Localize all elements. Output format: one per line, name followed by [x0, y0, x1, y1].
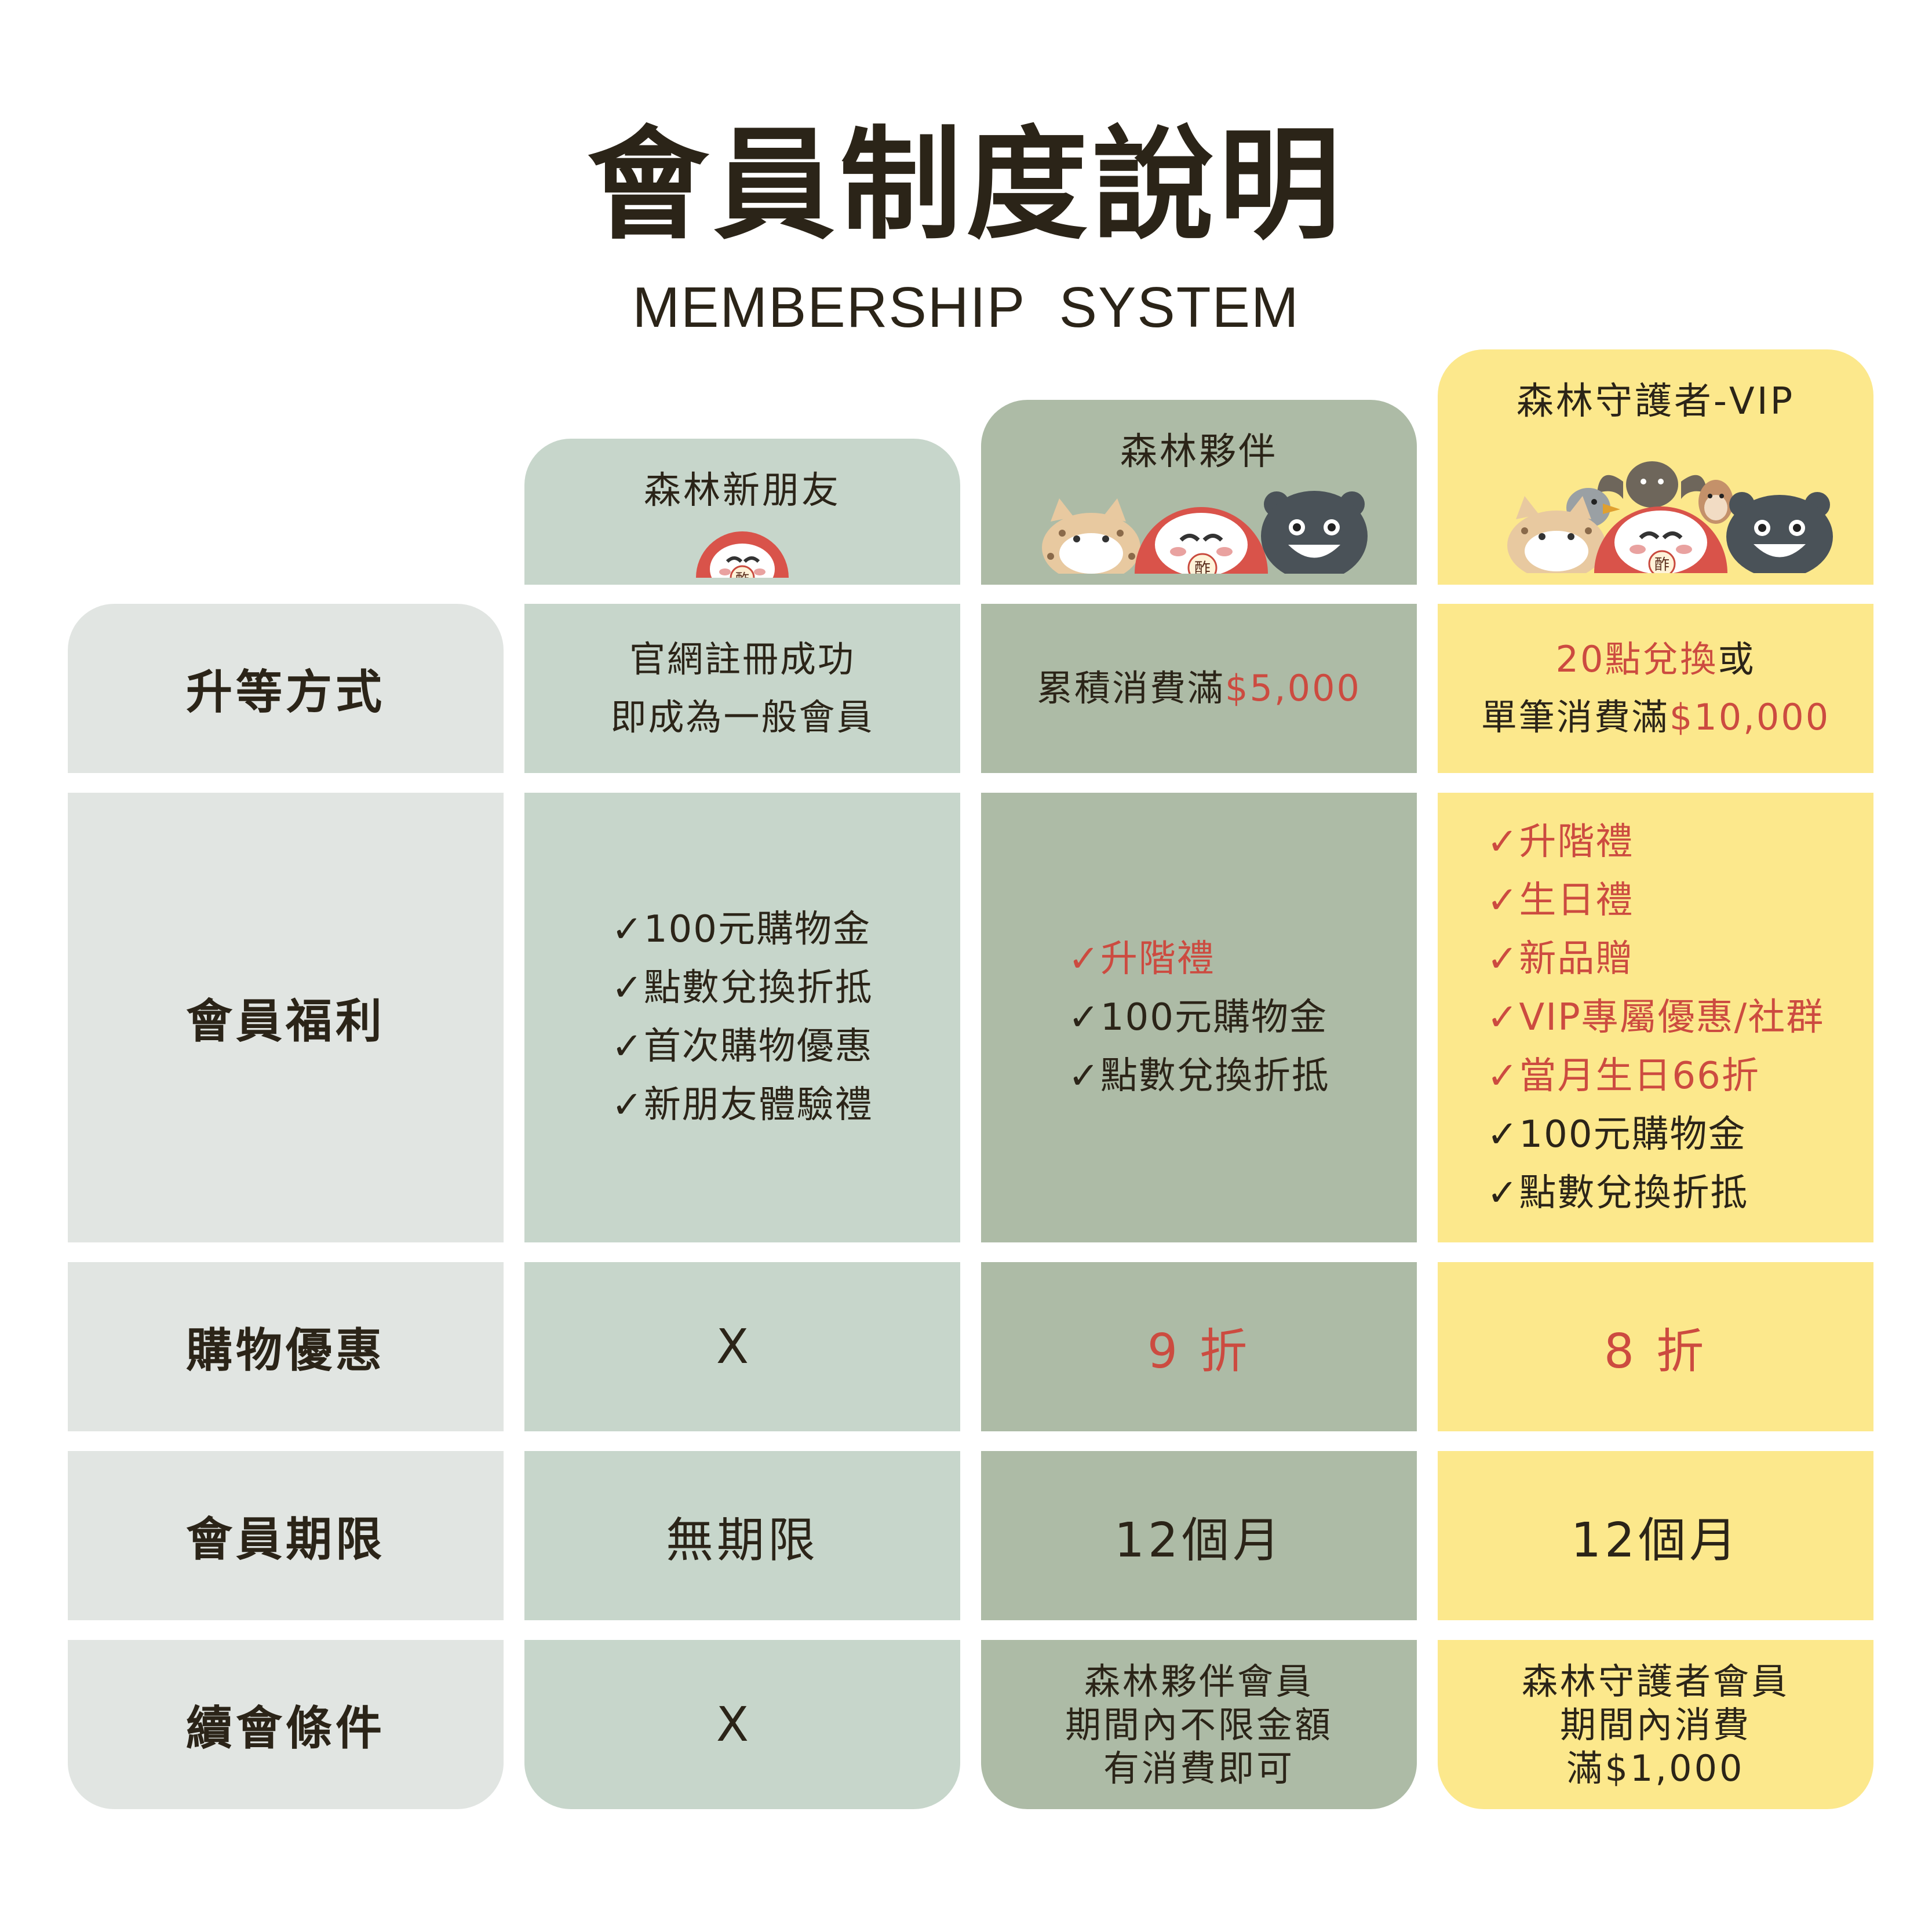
renew-value: X [716, 1697, 753, 1752]
cell-period-friend: 無期限 [524, 1451, 960, 1620]
discount-value: 9 折 [1147, 1324, 1251, 1379]
upgrade-line: 即成為一般會員 [610, 696, 874, 738]
row-label-text: 購物優惠 [186, 1324, 385, 1377]
cell-upgrade-partner: 累積消費滿$5,000 [981, 604, 1417, 773]
benefit-item: ✓新品贈 [1486, 937, 1634, 980]
cell-period-vip: 12個月 [1438, 1451, 1873, 1620]
upgrade-text: 單筆消費滿 [1481, 696, 1669, 738]
daruma-char: 酢 [735, 571, 749, 578]
cell-benefits-friend: ✓100元購物金 ✓點數兌換折抵 ✓首次購物優惠 ✓新朋友體驗禮 [524, 793, 960, 1242]
benefit-item: ✓點數兌換折抵 [611, 967, 873, 1009]
upgrade-text: 累積消費滿 [1037, 667, 1226, 709]
black-bear-mascot-icon [1726, 492, 1833, 573]
discount-value: X [716, 1319, 753, 1375]
tier-name: 森林夥伴 [1120, 431, 1278, 473]
renew-line: 森林夥伴會員 [1084, 1660, 1314, 1703]
benefit-item: ✓100元購物金 [1486, 1113, 1747, 1156]
cell-renew-vip: 森林守護者會員 期間內消費 滿$1,000 [1438, 1640, 1873, 1809]
benefit-item: ✓100元購物金 [611, 908, 871, 951]
benefit-item: ✓生日禮 [1486, 878, 1634, 922]
benefit-item: ✓100元購物金 [1068, 996, 1328, 1039]
upgrade-line: 官網註冊成功 [629, 638, 855, 680]
daruma-char: 酢 [1194, 559, 1211, 574]
upgrade-points: 20點兌換 [1555, 638, 1718, 680]
period-value: 12個月 [1114, 1512, 1284, 1568]
cell-discount-friend: X [524, 1262, 960, 1431]
page-title: 會員制度說明 [586, 114, 1345, 256]
tier-header-partner: 森林夥伴 酢 [981, 400, 1417, 585]
cell-period-partner: 12個月 [981, 1451, 1417, 1620]
daruma-mascot-icon: 酢 [1594, 506, 1727, 573]
benefit-item: ✓升階禮 [1486, 820, 1634, 863]
benefit-item: ✓點數兌換折抵 [1068, 1054, 1330, 1098]
bat-mascot-icon [1597, 461, 1707, 508]
period-value: 12個月 [1570, 1512, 1741, 1568]
discount-value: 8 折 [1603, 1324, 1708, 1379]
renew-line: 期間內不限金額 [1065, 1703, 1333, 1746]
cell-benefits-partner: ✓升階禮 ✓100元購物金 ✓點數兌換折抵 [981, 793, 1417, 1242]
tier-header-friend: 森林新朋友 酢 [524, 439, 960, 585]
renew-line: 森林守護者會員 [1521, 1660, 1789, 1703]
benefit-item: ✓VIP專屬優惠/社群 [1486, 996, 1825, 1039]
leopard-cat-mascot-icon [1507, 496, 1606, 573]
daruma-mascot-icon: 酢 [1135, 507, 1268, 574]
otter-mascot-icon [1698, 480, 1733, 524]
tier-name: 森林守護者-VIP [1516, 380, 1795, 423]
upgrade-amount: $5,000 [1225, 667, 1361, 709]
benefit-item: ✓點數兌換折抵 [1486, 1171, 1749, 1215]
row-label-benefits: 會員福利 [68, 793, 504, 1242]
renew-line: 有消費即可 [1103, 1747, 1295, 1789]
benefit-item: ✓當月生日66折 [1486, 1054, 1760, 1098]
tier-header-vip: 森林守護者-VIP [1438, 349, 1873, 585]
upgrade-amount: $10,000 [1669, 696, 1831, 738]
cell-discount-partner: 9 折 [981, 1262, 1417, 1431]
cell-benefits-vip: ✓升階禮 ✓生日禮 ✓新品贈 ✓VIP專屬優惠/社群 ✓當月生日66折 ✓100… [1438, 793, 1873, 1242]
row-label-text: 會員期限 [186, 1512, 385, 1566]
cell-renew-partner: 森林夥伴會員 期間內不限金額 有消費即可 [981, 1640, 1417, 1809]
daruma-mascot-icon: 酢 [696, 531, 789, 578]
partner-mascots-icon: 酢 [1042, 491, 1368, 574]
row-label-discount: 購物優惠 [68, 1262, 504, 1431]
black-bear-mascot-icon [1261, 491, 1368, 574]
benefit-item: ✓升階禮 [1068, 937, 1215, 980]
row-label-text: 會員福利 [186, 994, 385, 1048]
daruma-char: 酢 [1654, 556, 1669, 573]
cell-discount-vip: 8 折 [1438, 1262, 1873, 1431]
row-label-period: 會員期限 [68, 1451, 504, 1620]
page-subtitle: MEMBERSHIP SYSTEM [632, 275, 1300, 339]
period-value: 無期限 [665, 1512, 819, 1568]
row-label-upgrade: 升等方式 [68, 604, 504, 773]
row-label-text: 升等方式 [186, 665, 385, 719]
row-label-text: 續會條件 [186, 1701, 385, 1755]
tier-name: 森林新朋友 [644, 469, 841, 512]
cell-upgrade-vip: 20點兌換或 單筆消費滿$10,000 [1438, 604, 1873, 773]
upgrade-or: 或 [1718, 638, 1756, 680]
benefit-item: ✓首次購物優惠 [611, 1025, 873, 1068]
cell-upgrade-friend: 官網註冊成功 即成為一般會員 [524, 604, 960, 773]
renew-line: 滿$1,000 [1566, 1747, 1745, 1789]
cell-renew-friend: X [524, 1640, 960, 1809]
row-label-renew: 續會條件 [68, 1640, 504, 1809]
renew-line: 期間內消費 [1559, 1703, 1751, 1746]
leopard-cat-mascot-icon [1042, 498, 1140, 574]
benefit-item: ✓新朋友體驗禮 [611, 1084, 873, 1127]
vip-mascots-icon: 酢 [1507, 461, 1833, 573]
